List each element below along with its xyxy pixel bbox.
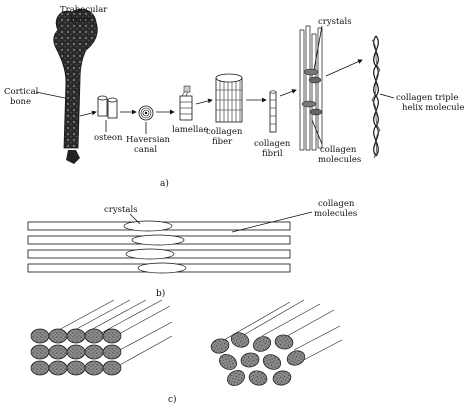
helix-leader-line [379,93,395,99]
collagen-molecules-illustration [299,25,323,151]
panel-b: crystals collagen molecules b) [27,199,357,299]
panel-c: c) [30,299,343,405]
crystals-leader-line-b [129,213,141,225]
fibril-bundle-disordered [210,299,343,386]
arrow-lamellae-to-fiber [195,98,213,105]
label-collagen-fiber-2: fiber [212,137,233,147]
label-collagen-molecules-1: collagen [320,145,357,155]
caption-b: b) [156,288,165,299]
label-lamellae: lamellae [172,125,208,135]
arrow-fibril-to-molecules [279,89,297,97]
crystal-plates [123,220,187,274]
label-collagen-b-1: collagen [318,199,355,209]
label-collagen-fibril-2: fibril [262,149,283,159]
arrow-bone-to-osteon [79,110,97,117]
label-trabecular: Trabecular [60,5,108,15]
label-cortical: Cortical [4,87,39,97]
panel-a: Trabecular bone Cortical bone osteon Hav… [4,5,464,189]
label-triple-helix-1: collagen triple [396,93,458,103]
label-collagen-fibril-1: collagen [254,139,291,149]
collagen-fibril-illustration [269,90,277,133]
label-crystals-a: crystals [318,17,352,27]
haversian-canal-illustration [138,105,154,121]
lamellae-illustration [179,85,193,121]
label-crystals-b: crystals [104,205,138,215]
label-trabecular-bone: bone [70,15,91,25]
fibril-bundle-ordered [30,299,173,376]
triple-helix-illustration [371,35,381,159]
label-haversian: Haversian [126,135,171,145]
femur-bone-illustration [53,8,98,164]
label-osteon: osteon [94,133,123,143]
caption-a: a) [160,178,169,189]
crystals-leader-line-a [313,25,323,71]
collagen-fiber-illustration [215,73,243,123]
label-collagen-b-2: molecules [314,209,357,219]
label-collagen-molecules-2: molecules [318,155,361,165]
cortical-leader-line [35,91,66,99]
osteon-illustration [97,95,118,119]
caption-c: c) [168,394,177,405]
label-canal: canal [134,145,157,155]
arrow-molecules-to-helix [325,59,363,77]
molecules-leader-line [311,119,323,145]
collagen-leader-line-b [231,211,313,233]
label-collagen-fiber-1: collagen [206,127,243,137]
label-cortical-bone: bone [10,97,31,107]
label-triple-helix-2: helix molecule [402,103,464,113]
